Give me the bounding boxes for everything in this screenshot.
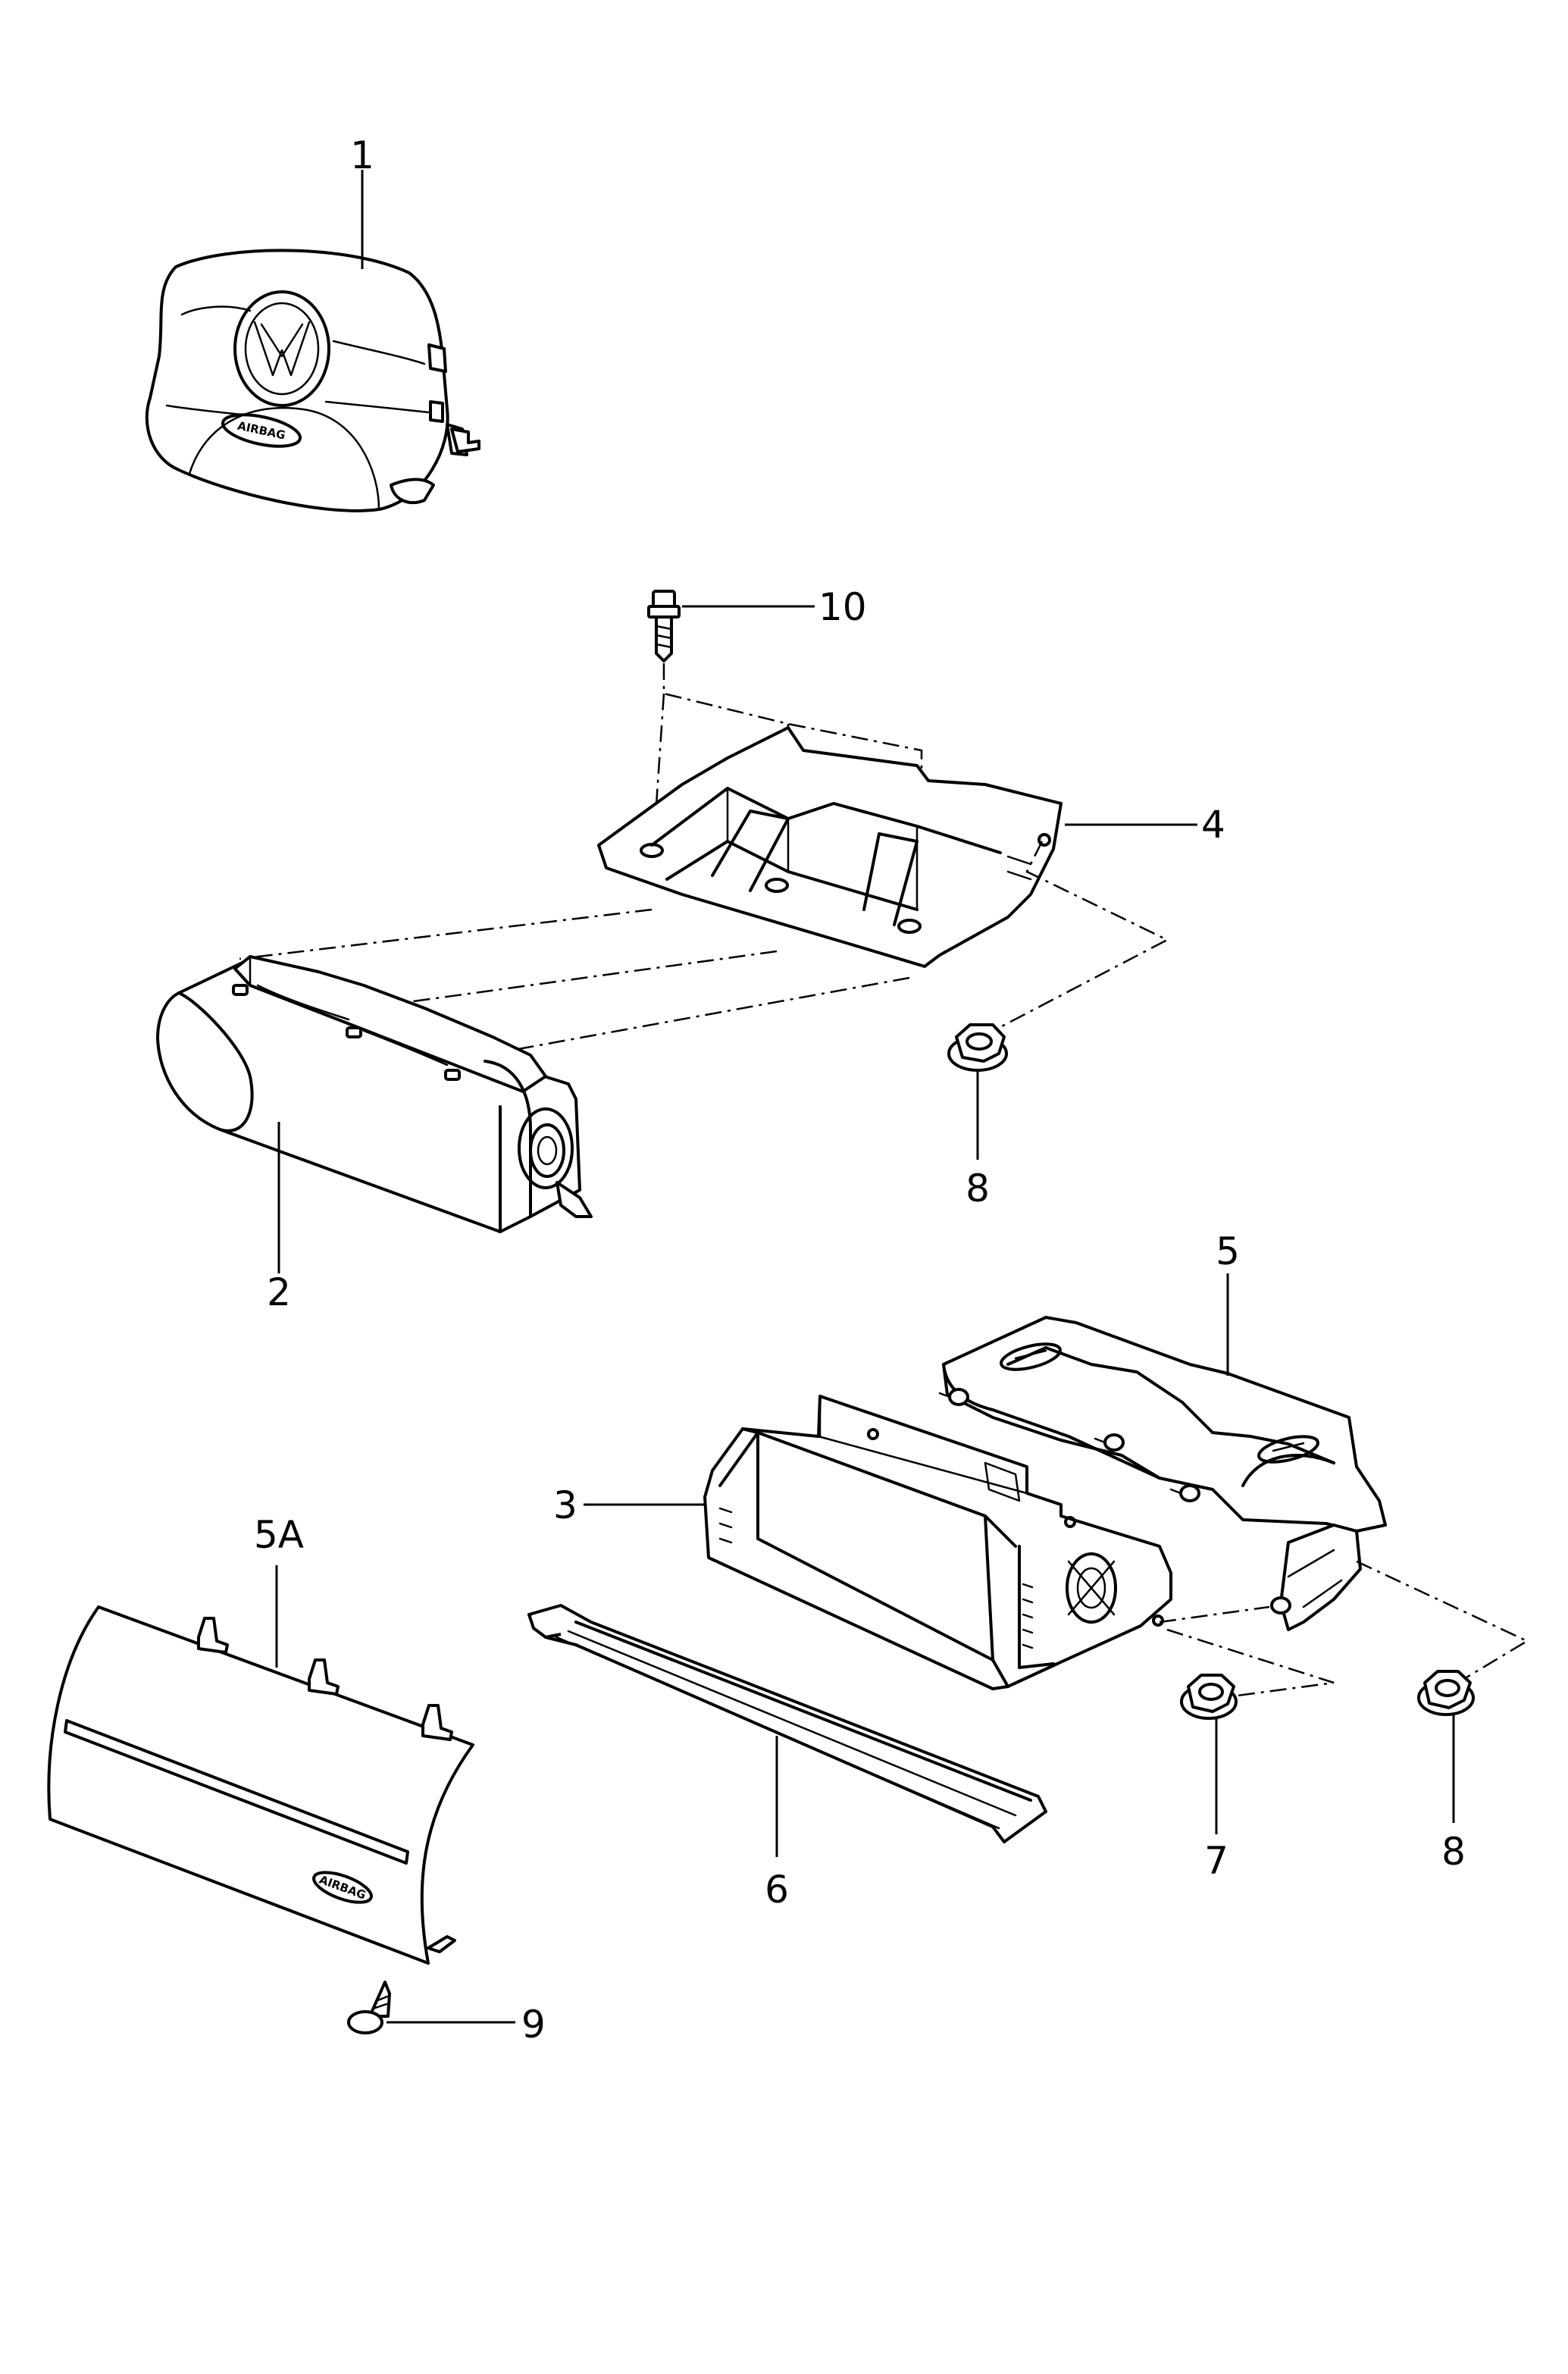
alignment-line [1000, 841, 1169, 1029]
part-2-passenger-airbag [156, 955, 593, 1233]
part-7-hex-nut [1180, 1674, 1238, 1720]
part-1-steering-airbag: AIRBAG [145, 249, 480, 512]
alignment-line [1166, 1628, 1335, 1699]
callout-2: 2 [267, 1270, 291, 1314]
alignment-line [239, 908, 653, 960]
callout-8b: 8 [1441, 1830, 1466, 1874]
part-4-mounting-bracket [597, 726, 1063, 968]
part-5-airbag-housing [938, 1316, 1387, 1631]
callout-3: 3 [553, 1483, 577, 1527]
callout-5: 5 [1216, 1229, 1240, 1273]
callout-5a: 5A [254, 1513, 304, 1557]
part-9-screw [347, 1981, 391, 2034]
callout-8a: 8 [966, 1167, 990, 1210]
callout-9: 9 [521, 2003, 546, 2047]
part-6-retaining-strip [527, 1604, 1047, 1843]
part-5a-airbag-cover: AIRBAG [47, 1605, 474, 1965]
alignment-line [451, 976, 910, 1063]
callout-4: 4 [1201, 803, 1225, 847]
part-8-hex-nut-lower [1417, 1670, 1475, 1716]
callout-6: 6 [765, 1868, 789, 1912]
alignment-line [1356, 1560, 1529, 1688]
callout-10: 10 [818, 585, 867, 629]
vw-emblem-icon [253, 321, 311, 377]
part-10-bolt [647, 590, 681, 662]
callout-7: 7 [1204, 1839, 1228, 1883]
alignment-line [662, 663, 923, 803]
part-3-airbag-unit [703, 1395, 1172, 1690]
alignment-line [352, 950, 778, 1011]
alignment-line [650, 693, 665, 872]
alignment-line [1159, 1605, 1270, 1624]
part-8-hex-nut [947, 1023, 1008, 1072]
callout-1: 1 [350, 133, 374, 177]
